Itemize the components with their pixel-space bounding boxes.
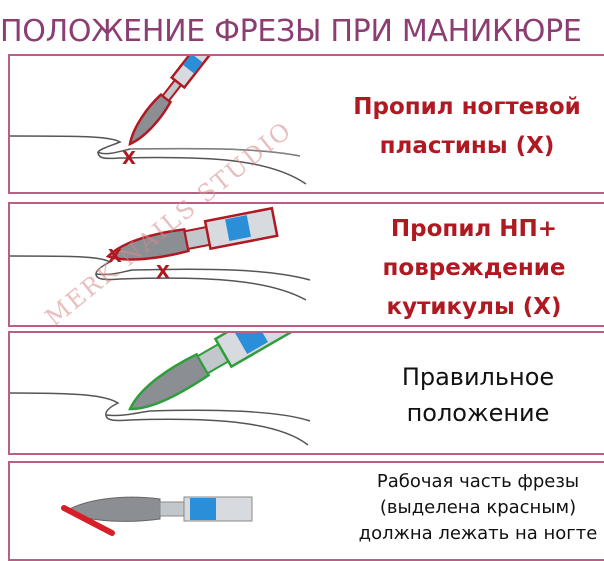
drill-correct-illustration bbox=[10, 333, 311, 446]
page-title: ПОЛОЖЕНИЕ ФРЕЗЫ ПРИ МАНИКЮРЕ bbox=[0, 14, 582, 49]
drill-cuticle-damage-illustration bbox=[10, 206, 311, 301]
panel-cuticle-damage: X X Пропил НП+ повреждение кутикулы (X) bbox=[8, 202, 604, 327]
panel-nail-plate-cut: X Пропил ногтевой пластины (X) bbox=[8, 54, 604, 194]
caption-line: Рабочая часть фрезы bbox=[376, 471, 580, 492]
caption-line: положение bbox=[406, 399, 550, 427]
caption-line: Правильное bbox=[401, 363, 555, 391]
panel-2-caption: Пропил НП+ повреждение кутикулы (X) bbox=[378, 210, 570, 325]
panel-correct-position: Правильное положение bbox=[8, 331, 604, 455]
caption-line: Пропил НП+ bbox=[390, 216, 558, 242]
caption-line: (выделена красным) bbox=[379, 497, 577, 518]
caption-line: должна лежать на ногте bbox=[358, 523, 598, 544]
caption-line: пластины (X) bbox=[379, 133, 555, 159]
error-mark: X bbox=[108, 246, 122, 267]
drill-wrong-angle-illustration bbox=[10, 56, 307, 185]
caption-line: кутикулы (X) bbox=[386, 294, 562, 320]
panel-working-part-note: Рабочая часть фрезы (выделена красным) д… bbox=[8, 461, 604, 561]
caption-line: повреждение bbox=[382, 255, 566, 281]
panel-4-caption: Рабочая часть фрезы (выделена красным) д… bbox=[344, 469, 604, 547]
caption-line: Пропил ногтевой bbox=[353, 94, 581, 120]
error-mark: X bbox=[156, 262, 170, 283]
error-mark: X bbox=[122, 148, 136, 169]
drill-working-part-illustration bbox=[61, 496, 253, 536]
panel-1-caption: Пропил ногтевой пластины (X) bbox=[342, 88, 592, 166]
panel-3-caption: Правильное положение bbox=[382, 359, 574, 431]
